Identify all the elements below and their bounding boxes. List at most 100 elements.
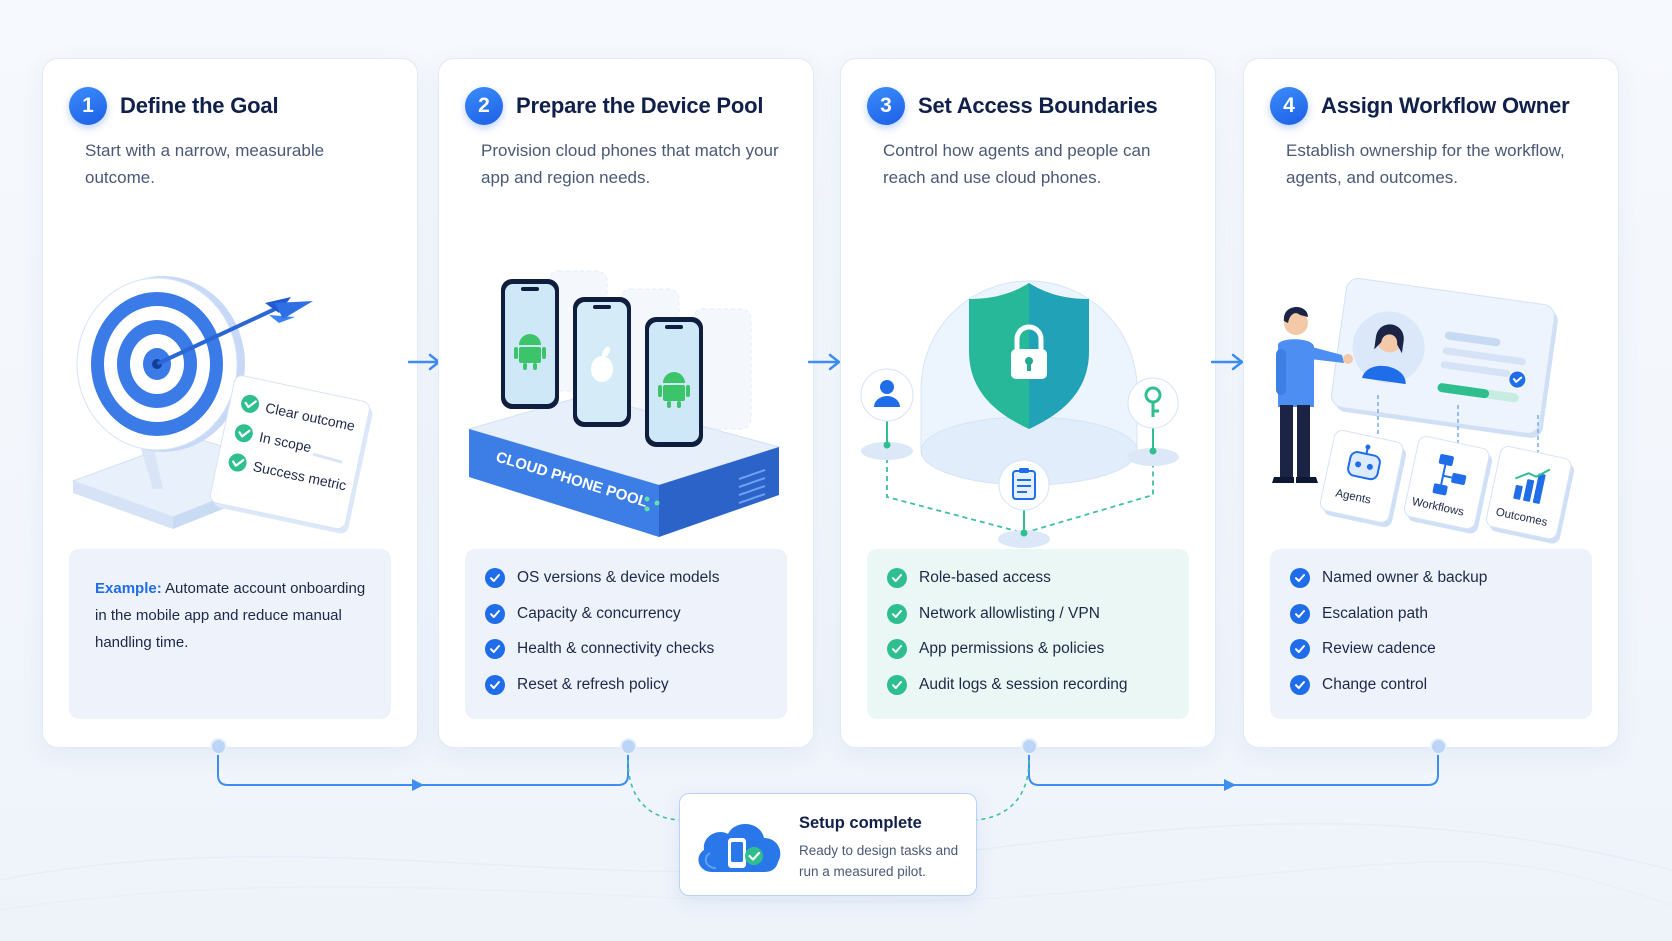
document-node bbox=[998, 459, 1050, 548]
setup-complete-card: Setup complete Ready to design tasks and… bbox=[679, 793, 977, 896]
step-description: Control how agents and people can reach … bbox=[883, 141, 1151, 187]
checklist-item-label: Network allowlisting / VPN bbox=[919, 604, 1100, 622]
access-boundaries-illustration bbox=[860, 280, 1179, 548]
check-circle-icon bbox=[1290, 568, 1310, 588]
check-circle-icon bbox=[887, 674, 907, 695]
checklist-item-label: Health & connectivity checks bbox=[517, 640, 715, 657]
checklist-item: Audit logs & session recording bbox=[887, 674, 1189, 712]
setup-title: Setup complete bbox=[799, 814, 922, 832]
arrow-right-icon bbox=[808, 353, 841, 371]
checklist-item: Network allowlisting / VPN bbox=[887, 603, 1189, 641]
key-icon bbox=[1144, 386, 1162, 417]
check-circle-icon bbox=[485, 674, 505, 695]
step-card-workflow-owner: 4 Assign Workflow Owner Establish owners… bbox=[1243, 58, 1619, 748]
target-illustration: Clear outcome In scope Success metric bbox=[71, 276, 373, 534]
checklist-item-label: Named owner & backup bbox=[1322, 569, 1488, 586]
step-card-define-goal: 1 Define the Goal Start with a narrow, m… bbox=[42, 58, 418, 748]
arrow-right-icon bbox=[412, 779, 424, 791]
arrow-icon bbox=[157, 297, 313, 365]
owner-profile-screen bbox=[1330, 278, 1558, 438]
connector-dot bbox=[210, 738, 227, 755]
vent-lines bbox=[738, 469, 766, 504]
example-label: Example: bbox=[95, 580, 162, 597]
device-pool-illustration: CLOUD PHONE POOL bbox=[467, 270, 781, 537]
step-title: Assign Workflow Owner bbox=[1321, 93, 1570, 118]
checklist-item: Capacity & concurrency bbox=[485, 603, 787, 641]
check-circle-icon bbox=[1290, 639, 1310, 659]
connector-lines bbox=[1377, 395, 1539, 457]
person-icon bbox=[874, 380, 900, 407]
step-card-access-boundaries: 3 Set Access Boundaries Control how agen… bbox=[840, 58, 1216, 748]
checklist-item-label: OS versions & device models bbox=[517, 569, 720, 586]
arrow-right-icon bbox=[1224, 779, 1236, 791]
check-circle-icon bbox=[485, 639, 505, 659]
step-number-badge: 4 bbox=[1270, 87, 1308, 125]
check-circle-icon bbox=[241, 394, 260, 413]
robot-icon bbox=[1347, 444, 1381, 481]
step-title: Prepare the Device Pool bbox=[516, 93, 764, 118]
checklist-panel: OS versions & device models Capacity & c… bbox=[465, 549, 787, 719]
person-icon bbox=[1272, 306, 1353, 483]
checklist-item: Escalation path bbox=[1290, 603, 1592, 641]
checklist-item-label: Reset & refresh policy bbox=[517, 675, 669, 693]
checklist-item-label: Escalation path bbox=[1322, 604, 1428, 622]
step-card-device-pool: 2 Prepare the Device Pool Provision clou… bbox=[438, 58, 814, 748]
workflows-tile: Workflows bbox=[1403, 435, 1493, 534]
person-node bbox=[860, 368, 914, 460]
phone-icon bbox=[573, 297, 631, 427]
check-circle-icon bbox=[1290, 603, 1310, 624]
check-circle-icon bbox=[485, 568, 505, 588]
android-icon bbox=[658, 372, 690, 408]
checklist-item: Health & connectivity checks bbox=[485, 639, 787, 676]
checklist-item: Change control bbox=[1290, 674, 1592, 712]
check-circle-icon bbox=[228, 453, 247, 472]
checklist: Role-based access Network allowlisting /… bbox=[867, 549, 1189, 711]
step-title: Set Access Boundaries bbox=[918, 93, 1158, 118]
checklist: OS versions & device models Capacity & c… bbox=[465, 549, 787, 711]
bar-chart-icon bbox=[1513, 468, 1551, 504]
step-number-badge: 3 bbox=[867, 87, 905, 125]
checklist-item-label: Role-based access bbox=[919, 569, 1051, 586]
checklist-item: OS versions & device models bbox=[485, 568, 787, 605]
step-number-badge: 1 bbox=[69, 87, 107, 125]
connector-dot bbox=[1021, 738, 1038, 755]
checklist-item-label: Change control bbox=[1322, 675, 1428, 693]
check-circle-icon bbox=[887, 568, 907, 588]
check-circle-icon bbox=[887, 603, 907, 624]
step-title: Define the Goal bbox=[120, 93, 279, 118]
check-circle-icon bbox=[234, 424, 253, 443]
example-panel: Example: Automate account onboarding in … bbox=[69, 549, 391, 719]
checklist-item: App permissions & policies bbox=[887, 639, 1189, 676]
outcomes-tile: Outcomes bbox=[1485, 445, 1575, 544]
checklist-item-label: App permissions & policies bbox=[919, 640, 1105, 657]
avatar bbox=[1362, 324, 1406, 385]
checklist-item-label: Capacity & concurrency bbox=[517, 604, 681, 622]
connector-dot bbox=[620, 738, 637, 755]
check-circle-icon bbox=[887, 639, 907, 659]
checklist: Named owner & backup Escalation path Rev… bbox=[1270, 549, 1592, 711]
connector-dot bbox=[1430, 738, 1447, 755]
step-description: Start with a narrow, measurable outcome. bbox=[85, 141, 325, 187]
checklist-panel: Role-based access Network allowlisting /… bbox=[867, 549, 1189, 719]
target-icon bbox=[76, 276, 245, 452]
checklist-item: Role-based access bbox=[887, 568, 1189, 605]
check-circle-icon bbox=[485, 603, 505, 624]
workflow-icon bbox=[1432, 454, 1467, 496]
connector-lines bbox=[886, 449, 1154, 534]
shield-lock-icon bbox=[969, 283, 1089, 429]
checklist-item-label: Review cadence bbox=[1322, 640, 1436, 657]
apple-icon bbox=[591, 346, 613, 382]
step-description: Provision cloud phones that match your a… bbox=[481, 141, 779, 187]
example-text: Automate account onboarding in the mobil… bbox=[95, 580, 366, 651]
key-node bbox=[1127, 377, 1179, 466]
step-description: Establish ownership for the workflow, ag… bbox=[1286, 141, 1565, 187]
phone-icon bbox=[501, 279, 559, 409]
step-number-badge: 2 bbox=[465, 87, 503, 125]
outcome-checklist-card: Clear outcome In scope Success metric bbox=[209, 375, 373, 534]
phone-icon bbox=[645, 317, 703, 447]
clipboard-icon bbox=[1012, 468, 1036, 500]
setup-description: Ready to design tasks and run a measured… bbox=[799, 843, 959, 879]
android-icon bbox=[514, 334, 546, 370]
